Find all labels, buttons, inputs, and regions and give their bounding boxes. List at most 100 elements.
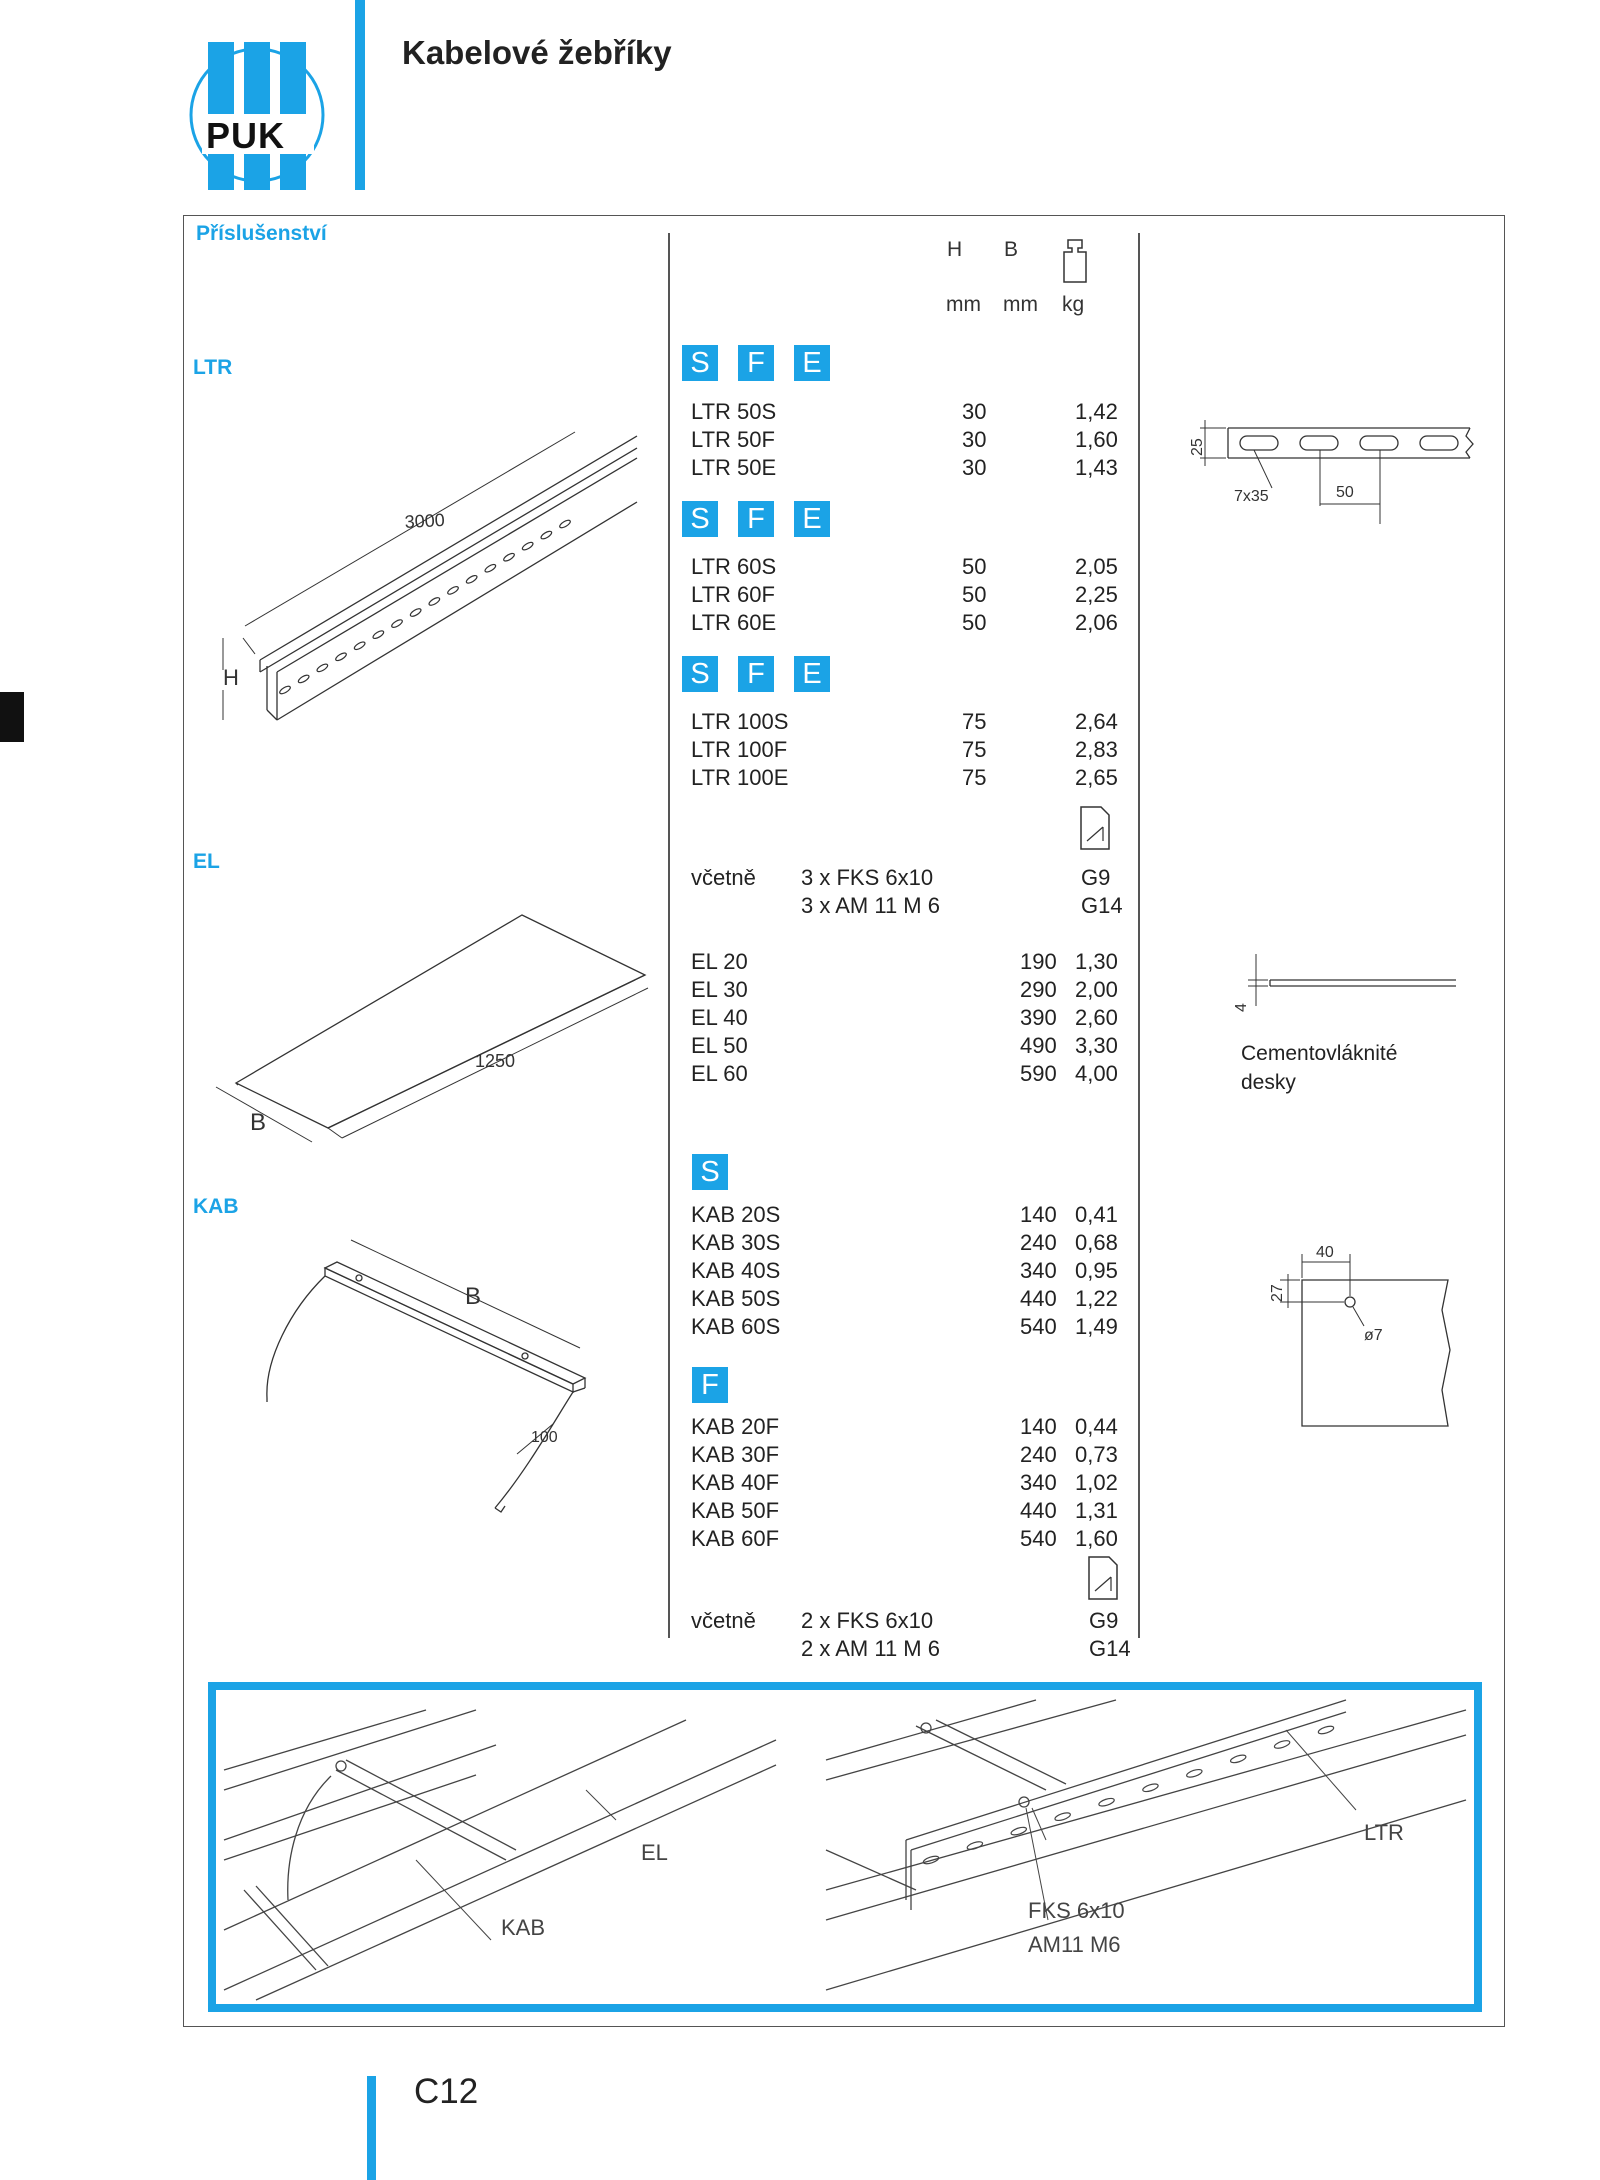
table-row-kg: 0,41	[1075, 1202, 1118, 1227]
el-drawing: 1250 B	[200, 880, 660, 1180]
badge-f: F	[692, 1367, 728, 1403]
table-row-b: 590	[1020, 1061, 1057, 1086]
table-row-name: KAB 30S	[691, 1230, 781, 1255]
table-row-name: EL 30	[691, 977, 748, 1002]
badge-f: F	[738, 345, 774, 381]
puk-logo: PUK	[180, 38, 335, 193]
accessory-qty: 2 x FKS 6x10	[801, 1608, 934, 1633]
table-row-name: KAB 60F	[691, 1526, 780, 1551]
rail-slot	[559, 519, 571, 529]
table-row-kg: 2,25	[1075, 582, 1118, 607]
badge-f: F	[738, 656, 774, 692]
kab-drawing: B 100	[255, 1230, 615, 1520]
table-row-name: KAB 60S	[691, 1314, 781, 1339]
table-row-b: 290	[1020, 977, 1057, 1002]
rail-slot	[409, 608, 422, 617]
table-row-h: 50	[962, 554, 987, 579]
table-row-b: 540	[1020, 1526, 1057, 1551]
col-header-b: B	[1004, 238, 1019, 261]
accessory-ref: G14	[1081, 893, 1123, 918]
rail-slot	[1317, 1725, 1335, 1735]
table-row-b: 490	[1020, 1033, 1057, 1058]
assembly-ltr-label: LTR	[1364, 1820, 1404, 1845]
table-row-name: LTR 50F	[691, 427, 775, 452]
kab-radius-label: 100	[531, 1429, 558, 1446]
assembly-fks-label: FKS 6x10	[1028, 1898, 1125, 1923]
table-row-kg: 1,22	[1075, 1286, 1118, 1311]
column-divider-left	[668, 233, 670, 1638]
table-row-kg: 2,65	[1075, 765, 1118, 790]
table-row-name: KAB 40F	[691, 1470, 780, 1495]
table-row-h: 75	[962, 765, 987, 790]
table-row-kg: 2,06	[1075, 610, 1118, 635]
assembly-kab-label: KAB	[501, 1915, 545, 1940]
rail-slot	[503, 552, 515, 562]
table-row-b: 540	[1020, 1314, 1057, 1339]
rail-slot	[484, 563, 497, 573]
table-row-kg: 1,30	[1075, 949, 1118, 974]
weight-icon	[1060, 238, 1090, 284]
rail-slot	[372, 630, 385, 640]
table-row-name: EL 40	[691, 1005, 748, 1030]
badge-s: S	[692, 1154, 728, 1190]
page-number: C12	[414, 2072, 479, 2111]
rail-slot	[335, 652, 347, 662]
rail-slot	[521, 541, 534, 551]
kab-detail-hole: ø7	[1364, 1327, 1383, 1344]
table-row-b: 340	[1020, 1470, 1057, 1495]
section-title: Příslušenství	[196, 222, 327, 245]
footer-accent-bar	[367, 2076, 376, 2180]
logo-text: PUK	[206, 115, 286, 156]
table-row-name: KAB 50S	[691, 1286, 781, 1311]
rail-slot	[966, 1841, 984, 1850]
accessory-qty: 3 x AM 11 M 6	[801, 893, 940, 918]
table-row-name: LTR 60F	[691, 582, 775, 607]
el-detail-caption: Cementovláknité	[1241, 1042, 1398, 1065]
kab-detail-width: 40	[1316, 1244, 1334, 1261]
table-row-kg: 0,73	[1075, 1442, 1118, 1467]
table-row-kg: 1,02	[1075, 1470, 1118, 1495]
rail-slot	[540, 530, 553, 540]
table-row-kg: 1,31	[1075, 1498, 1118, 1523]
badge-s: S	[682, 501, 718, 537]
rail-slot	[1142, 1783, 1159, 1793]
table-row-name: LTR 100F	[691, 737, 788, 762]
el-detail-caption: desky	[1241, 1071, 1296, 1094]
table-row-kg: 2,64	[1075, 709, 1118, 734]
el-label: EL	[193, 850, 220, 873]
el-detail-drawing: 4	[1220, 950, 1460, 1020]
table-row-kg: 3,30	[1075, 1033, 1118, 1058]
table-row-name: LTR 50E	[691, 455, 777, 480]
table-row-b: 240	[1020, 1442, 1057, 1467]
ltr-detail-slot: 7x35	[1234, 488, 1269, 505]
kab-label: KAB	[193, 1195, 239, 1218]
table-row-kg: 0,68	[1075, 1230, 1118, 1255]
table-row-name: EL 20	[691, 949, 748, 974]
including-label: včetně	[691, 865, 756, 890]
table-row-kg: 1,42	[1075, 399, 1118, 424]
accessory-ref: G14	[1089, 1636, 1131, 1661]
table-row-h: 30	[962, 399, 987, 424]
page-title: Kabelové žebříky	[402, 34, 672, 71]
table-row-name: EL 60	[691, 1061, 748, 1086]
badge-e: E	[794, 345, 830, 381]
table-row-h: 50	[962, 582, 987, 607]
table-row-kg: 1,60	[1075, 1526, 1118, 1551]
ltr-detail-pitch: 50	[1336, 484, 1354, 501]
table-row-b: 140	[1020, 1202, 1057, 1227]
table-row-kg: 2,05	[1075, 554, 1118, 579]
including-label: včetně	[691, 1608, 756, 1633]
el-detail-thickness: 4	[1233, 1003, 1250, 1012]
table-row-kg: 2,60	[1075, 1005, 1118, 1030]
table-row-b: 190	[1020, 949, 1057, 974]
rail-slot	[1273, 1740, 1291, 1749]
table-row-kg: 1,60	[1075, 427, 1118, 452]
ltr-detail-drawing: 25 7x35 50	[1170, 400, 1480, 540]
table-row-b: 240	[1020, 1230, 1057, 1255]
table-row-b: 340	[1020, 1258, 1057, 1283]
table-row-kg: 0,44	[1075, 1414, 1118, 1439]
kab-detail-height: 27	[1269, 1284, 1286, 1302]
kab-b-label: B	[465, 1283, 481, 1310]
table-row-kg: 2,83	[1075, 737, 1118, 762]
accessory-qty: 3 x FKS 6x10	[801, 865, 934, 890]
